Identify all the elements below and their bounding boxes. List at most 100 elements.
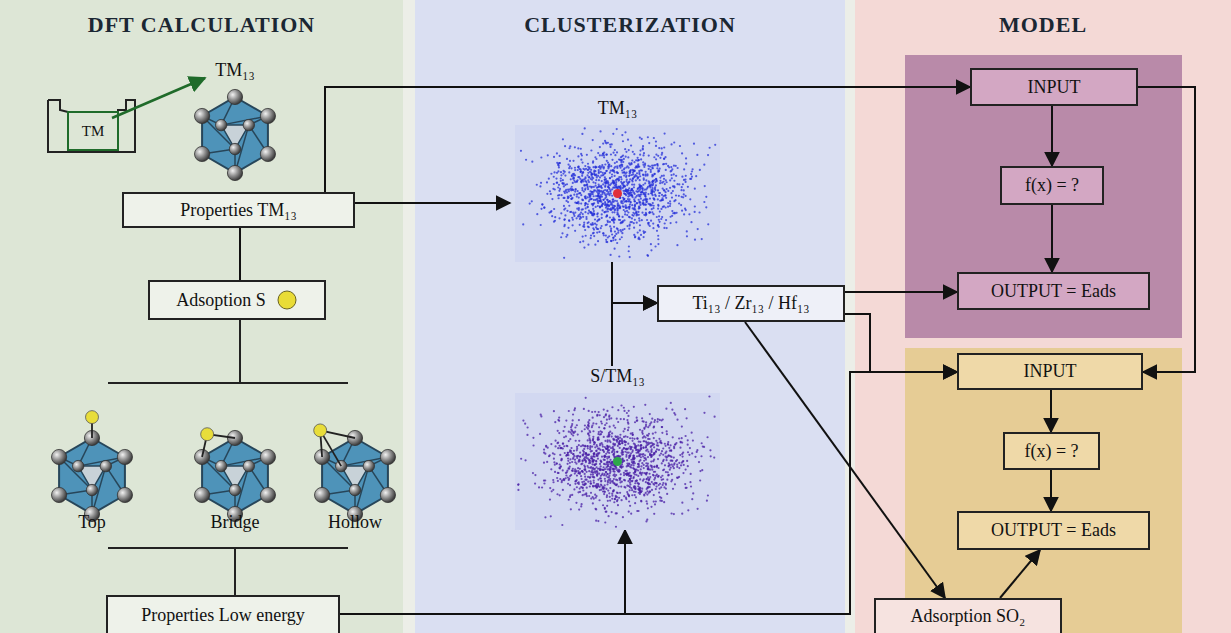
data-point: [698, 211, 700, 213]
data-point: [555, 177, 557, 179]
data-point: [670, 170, 672, 172]
data-point: [576, 449, 578, 451]
data-point: [587, 226, 589, 228]
data-point: [583, 222, 585, 224]
data-point: [575, 217, 577, 219]
data-point: [633, 222, 635, 224]
model-band-yellow: [905, 348, 1182, 633]
data-point: [675, 175, 677, 177]
data-point: [646, 254, 648, 256]
data-point: [568, 167, 570, 169]
data-point: [522, 223, 524, 225]
data-point: [647, 451, 649, 453]
data-point: [640, 444, 642, 446]
data-point: [688, 454, 690, 456]
data-point: [614, 235, 616, 237]
data-point: [681, 186, 683, 188]
data-point: [654, 164, 656, 166]
data-point: [602, 191, 604, 193]
data-point: [615, 184, 617, 186]
data-point: [592, 193, 594, 195]
data-point: [665, 163, 667, 165]
data-point: [651, 167, 653, 169]
data-point: [658, 147, 660, 149]
data-point: [632, 215, 634, 217]
data-point: [625, 200, 627, 202]
data-point: [560, 236, 562, 238]
data-point: [655, 158, 657, 160]
data-point: [610, 228, 612, 230]
data-point: [681, 437, 683, 439]
data-point: [583, 178, 585, 180]
data-point: [587, 203, 589, 205]
data-point: [608, 418, 610, 420]
data-point: [575, 188, 577, 190]
data-point: [605, 413, 607, 415]
data-point: [694, 211, 696, 213]
data-point: [631, 494, 633, 496]
data-point: [602, 445, 604, 447]
data-point: [606, 422, 608, 424]
data-point: [634, 421, 636, 423]
data-point: [657, 235, 659, 237]
data-point: [685, 468, 687, 470]
data-point: [642, 202, 644, 204]
data-point: [637, 157, 639, 159]
data-point: [610, 165, 612, 167]
data-point: [574, 169, 576, 171]
data-point: [627, 139, 629, 141]
data-point: [620, 176, 622, 178]
data-point: [574, 167, 576, 169]
data-point: [641, 212, 643, 214]
data-point: [606, 241, 608, 243]
data-point: [607, 200, 609, 202]
data-point: [634, 167, 636, 169]
box-label: Ti₁₃ / Zr₁₃ / Hf₁₃: [693, 293, 810, 314]
data-point: [577, 455, 579, 457]
panel-title: CLUSTERIZATION: [415, 12, 845, 38]
data-point: [609, 496, 611, 498]
data-point: [599, 197, 601, 199]
data-point: [566, 158, 568, 160]
data-point: [646, 219, 648, 221]
data-point: [597, 205, 599, 207]
data-point: [587, 168, 589, 170]
data-point: [547, 154, 549, 156]
data-point: [609, 177, 611, 179]
data-point: [634, 236, 636, 238]
data-point: [669, 469, 671, 471]
data-point: [686, 460, 688, 462]
data-point: [663, 190, 665, 192]
data-point: [662, 469, 664, 471]
data-point: [645, 199, 647, 201]
data-point: [564, 192, 566, 194]
model-band-purple: [905, 55, 1182, 338]
data-point: [623, 158, 625, 160]
data-point: [673, 141, 675, 143]
data-point: [572, 173, 574, 175]
data-point: [559, 155, 561, 157]
data-point: [670, 222, 672, 224]
tree-bar: [108, 547, 348, 549]
data-point: [629, 216, 631, 218]
data-point: [657, 189, 659, 191]
data-point: [656, 448, 658, 450]
data-point: [648, 182, 650, 184]
data-point: [638, 238, 640, 240]
box-label: Properties Low energy: [141, 605, 305, 626]
data-point: [622, 140, 624, 142]
data-point: [577, 190, 579, 192]
connector-arrow: [340, 530, 625, 614]
data-point: [610, 240, 612, 242]
data-point: [612, 237, 614, 239]
data-point: [607, 162, 609, 164]
data-point: [613, 186, 615, 188]
data-point: [593, 232, 595, 234]
data-point: [639, 175, 641, 177]
data-point: [591, 179, 593, 181]
data-point: [617, 228, 619, 230]
data-point: [589, 166, 591, 168]
data-point: [563, 185, 565, 187]
data-point: [564, 207, 566, 209]
data-point: [685, 195, 687, 197]
